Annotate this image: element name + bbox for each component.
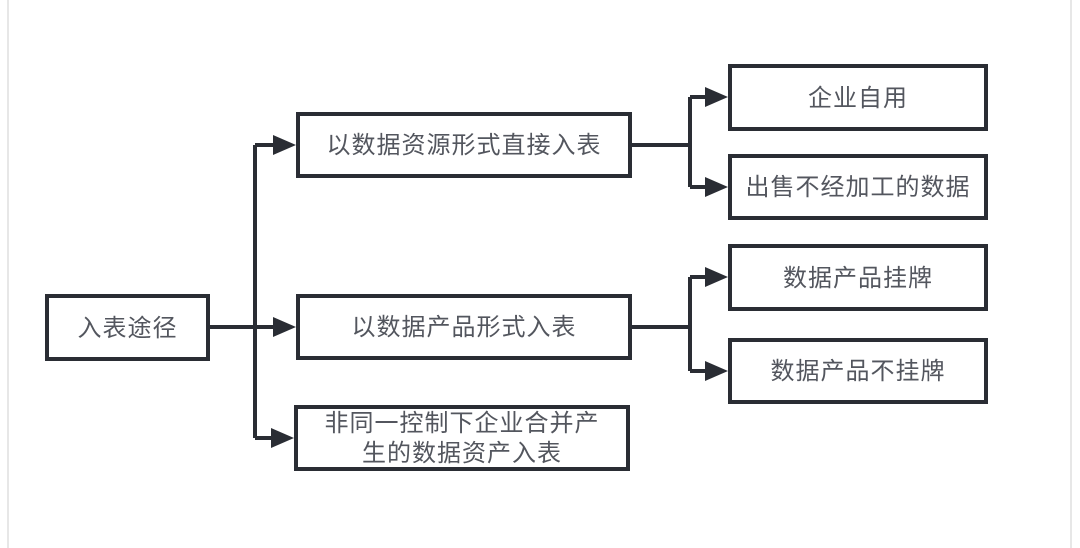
page-edge-left: [7, 0, 9, 548]
node-sell-unprocessed-data: 出售不经加工的数据: [728, 154, 988, 220]
node-enterprise-self-use: 企业自用: [728, 64, 988, 131]
node-data-product-listed: 数据产品挂牌: [728, 244, 988, 311]
node-entry-paths: 入表途径: [45, 294, 210, 361]
node-data-resource-direct: 以数据资源形式直接入表: [296, 112, 632, 178]
node-entry-paths-label: 入表途径: [77, 313, 178, 342]
connector-root-to-mid1: [255, 135, 296, 155]
node-data-product-listed-label: 数据产品挂牌: [783, 263, 933, 292]
connector-root-to-mid3: [255, 428, 294, 448]
node-enterprise-self-use-label: 企业自用: [808, 83, 908, 112]
node-business-combination: 非同一控制下企业合并产 生的数据资产入表: [294, 405, 630, 471]
connector-root-to-mid2: [255, 317, 296, 337]
node-data-product-form: 以数据产品形式入表: [296, 294, 632, 360]
node-business-combination-label: 非同一控制下企业合并产 生的数据资产入表: [324, 409, 600, 467]
page-edge-right: [1070, 0, 1072, 548]
connector-mid2-trunk: [632, 277, 692, 371]
node-sell-unprocessed-data-label: 出售不经加工的数据: [745, 173, 971, 201]
connector-mid2-to-leaf4: [690, 361, 728, 381]
connector-mid1-to-leaf2: [690, 177, 728, 197]
node-data-product-unlisted: 数据产品不挂牌: [728, 338, 988, 404]
node-data-product-form-label: 以数据产品形式入表: [351, 313, 577, 341]
node-data-resource-direct-label: 以数据资源形式直接入表: [326, 131, 602, 159]
connector-mid2-to-leaf3: [690, 267, 728, 287]
connector-mid1-to-leaf1: [690, 87, 728, 107]
connector-mid1-trunk: [632, 97, 692, 187]
connector-root-trunk: [210, 145, 257, 438]
node-data-product-unlisted-label: 数据产品不挂牌: [770, 357, 946, 385]
